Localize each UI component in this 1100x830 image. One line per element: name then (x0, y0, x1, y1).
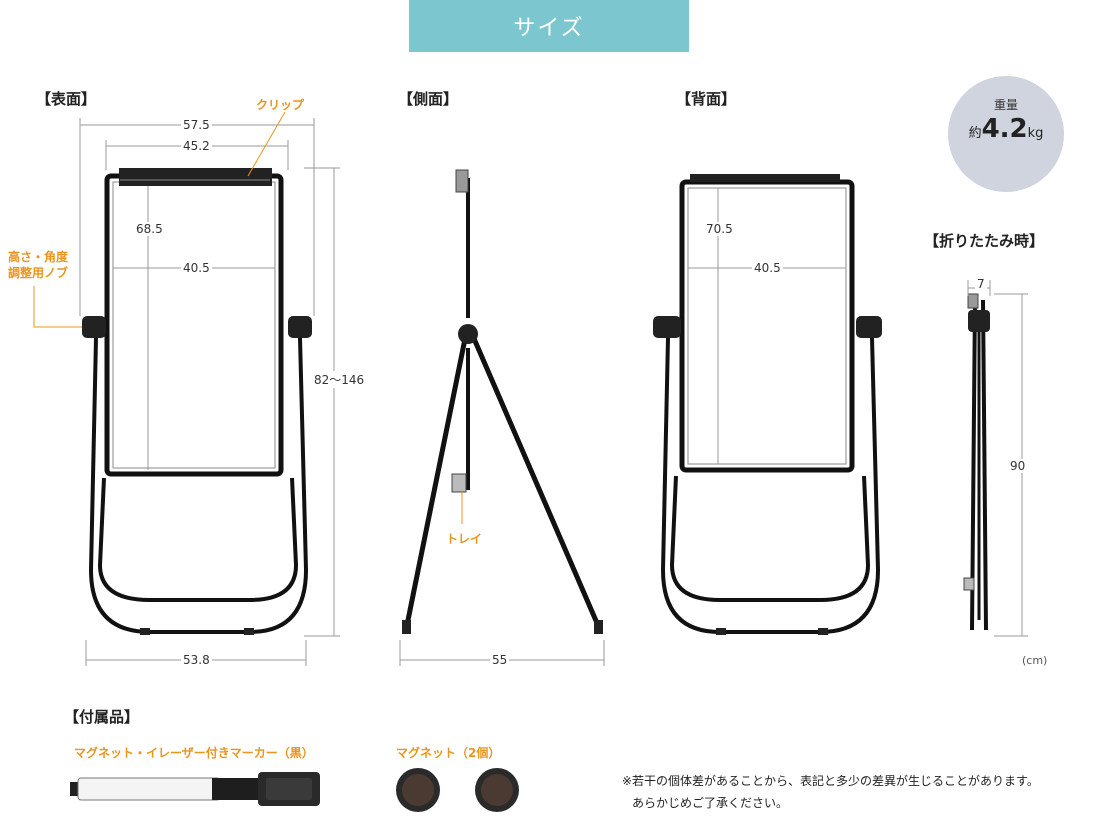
front-height-range: 82〜146 (312, 371, 367, 388)
section-title-banner: サイズ (409, 0, 689, 52)
note-line-1: ※若干の個体差があることから、表記と多少の差異が生じることがあります。 (622, 774, 1039, 788)
front-total-width: 57.5 (181, 118, 212, 132)
clip-callout: クリップ (256, 98, 305, 112)
side-view-label: 【側面】 (398, 90, 459, 108)
back-easel-drawing (653, 174, 882, 635)
folded-height: 90 (1008, 459, 1028, 473)
front-view-label: 【表面】 (36, 90, 97, 108)
back-board-width: 40.5 (752, 261, 783, 275)
back-view-label: 【背面】 (676, 90, 737, 108)
folded-dimension-lines (967, 280, 1028, 637)
front-board-height: 68.5 (134, 222, 165, 236)
tray-callout: トレイ (446, 532, 483, 546)
marker-drawing (70, 772, 320, 806)
front-board-width: 40.5 (181, 261, 212, 275)
magnets-caption: マグネット（2個） (396, 746, 501, 760)
front-easel-drawing (82, 168, 312, 635)
unit-label: (cm) (1020, 654, 1050, 667)
back-board-height: 70.5 (704, 222, 735, 236)
front-base-width: 53.8 (181, 653, 212, 667)
magnets-drawing (396, 768, 519, 812)
side-easel-drawing (402, 169, 603, 634)
side-depth: 55 (490, 653, 510, 667)
weight-prefix: 約 (968, 126, 982, 141)
knob-callout-line2: 調整用ノブ (8, 266, 69, 280)
folded-thickness: 7 (975, 277, 987, 291)
folded-view-label: 【折りたたみ時】 (924, 232, 1045, 250)
weight-badge: 重量 約4.2kg (948, 76, 1064, 192)
weight-label: 重量 (993, 98, 1018, 112)
note-line-2: あらかじめご了承ください。 (632, 796, 789, 810)
knob-callout-line1: 高さ・角度 (8, 250, 69, 264)
front-board-outer-width: 45.2 (181, 139, 212, 153)
marker-caption: マグネット・イレーザー付きマーカー（黒） (74, 746, 314, 760)
accessories-label: 【付属品】 (64, 708, 140, 726)
weight-value: 約4.2kg (948, 114, 1064, 144)
folded-easel-drawing (963, 293, 990, 631)
front-callout-lines (33, 111, 286, 328)
weight-unit: kg (1027, 126, 1044, 141)
weight-number: 4.2 (981, 114, 1028, 144)
